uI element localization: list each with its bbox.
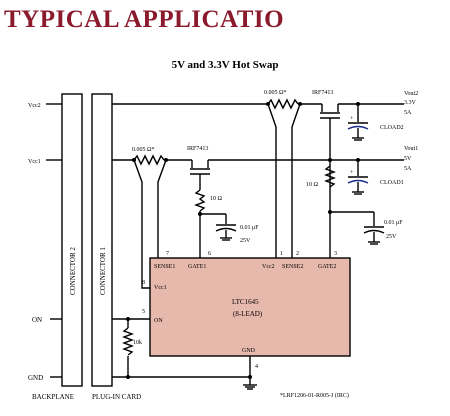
mosfet-left [190,160,210,190]
gate-cap-left-value: 0.01 μF [240,225,259,231]
vcc2-input-label: Vcc2 [28,103,41,109]
sense-resistor-left [133,154,165,166]
footnote: *LRF1206-01-R005-J (IRC) [280,392,349,399]
gate-resistor-right-label: 10 Ω [306,182,319,188]
vcc2-rail [112,102,404,106]
load-cap-1-label: CLOAD1 [380,180,404,186]
on-resistor-label: 10k [133,340,142,346]
load-cap-2-label: CLOAD2 [380,125,404,131]
connector-2-body [61,93,83,387]
sense-resistor-top-label: 0.005 Ω* [264,90,286,96]
gate-cap-right [328,210,385,245]
on-resistor [122,327,134,356]
ic-package: (8-LEAD) [233,310,263,318]
connector-1-body [91,93,113,387]
sense-resistor-top [267,98,299,110]
plugin-card-label: PLUG-IN CARD [92,393,141,401]
mosfet-left-label: IRF7413 [187,146,208,152]
ic-pin-7: 7 [166,251,169,257]
ic-body [149,257,351,357]
ic-pin-label-vcc2: Vcc2 [262,264,275,270]
ic-pin-label-sense1: SENSE1 [154,264,175,270]
vcc1-rail [112,158,404,162]
ic-pin-4: 4 [255,364,258,370]
gnd-net [112,356,257,390]
ic-pin-3: 3 [334,251,337,257]
gate-cap-left-voltage: 25V [240,238,251,244]
backplane-stubs [46,103,62,378]
ic-pin-label-gnd: GND [242,348,256,354]
ic-pin-label-gate1: GATE1 [188,264,206,270]
connector-2-label: CONNECTOR 2 [69,247,77,295]
gate-resistor-left-label: 10 Ω [210,196,223,202]
vout1-name: Vout1 [404,146,418,152]
ic-name: LTC1645 [232,298,259,306]
sense-resistor-left-label: 0.005 Ω* [132,147,154,153]
ic-pin-8: 8 [142,280,145,286]
load-cap-1: + [347,160,369,195]
mosfet-top-label: IRF7413 [312,90,333,96]
ic-pin-label-sense2: SENSE2 [282,264,303,270]
ic-pin-1: 1 [280,251,283,257]
gate-cap-left [198,211,237,250]
on-input-label: ON [32,316,42,324]
diagram-subtitle: 5V and 3.3V Hot Swap [171,59,279,71]
gate-cap-right-voltage: 25V [386,234,397,240]
sense-taps-left [133,159,167,289]
backplane-label: BACKPLANE [32,393,74,401]
sense-taps-top [267,103,301,250]
svg-text:+: + [350,116,354,122]
gate-resistor-left [194,189,206,212]
on-line [112,317,150,377]
load-cap-2: + [347,104,369,141]
ic-pin-label-on: ON [154,318,163,324]
gnd-input-label: GND [28,374,43,382]
vout2-name: Vout2 [404,91,418,97]
vout1-current: 5A [404,166,412,172]
ic-pin-5: 5 [142,309,145,315]
vout2-current: 5A [404,110,412,116]
vcc1-input-label: Vcc1 [28,159,41,165]
connector-1-label: CONNECTOR 1 [99,247,107,295]
ic-top-pins [157,250,331,258]
ic-pin-label-vcc1: Vcc1 [154,285,167,291]
vout1-voltage: 5V [404,156,412,162]
gate-cap-right-value: 0.01 μF [384,220,403,226]
page-title: TYPICAL APPLICATIO [4,6,285,33]
mosfet-top [320,104,340,250]
gate-resistor-right [324,165,336,188]
ic-pin-6: 6 [208,251,211,257]
vout2-voltage: 3.3V [404,100,417,106]
ic-pin-2: 2 [296,251,299,257]
svg-text:+: + [350,170,354,176]
ic-pin-label-gate2: GATE2 [318,264,336,270]
